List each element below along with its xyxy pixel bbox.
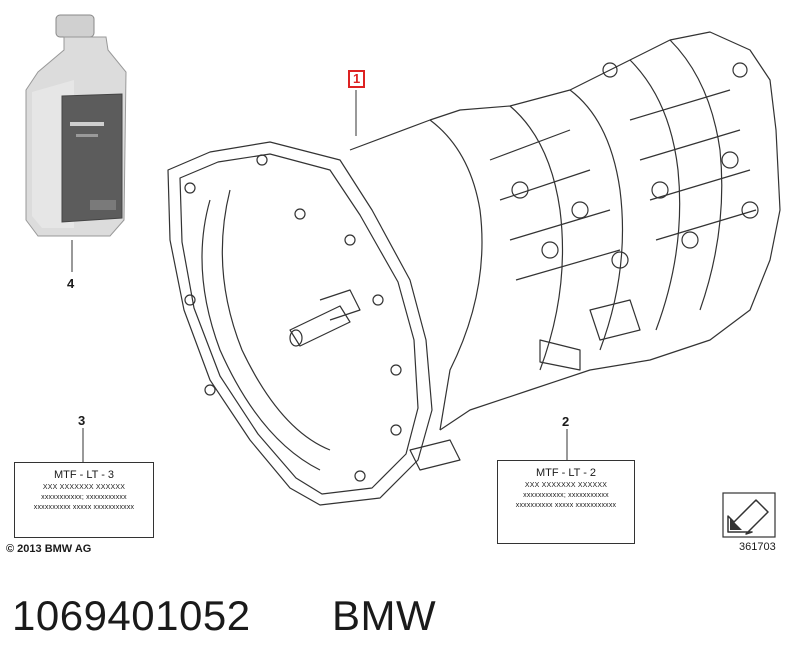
callout-3-leader [82,428,84,462]
part-number: 1069401052 [12,592,251,639]
label-card-3-title: MTF - LT - 3 [53,469,115,481]
callout-4-leader [71,240,73,272]
callout-1: 1 [348,70,366,88]
label-card-3-line1: XXX XXXXXXX XXXXXX [42,484,126,491]
label-card-2-line3: xxxxxxxxxx xxxxx xxxxxxxxxxx [515,502,617,509]
label-card-3: MTF - LT - 3 XXX XXXXXXX XXXXXX xxxxxxxx… [14,462,154,538]
callout-3: 3 [78,413,86,428]
diagram-ref-number: 361703 [739,541,776,553]
transmission-illustration [167,31,781,506]
label-card-2-title: MTF - LT - 2 [535,467,597,479]
callout-2-leader [566,429,568,460]
label-card-2-line1: XXX XXXXXXX XXXXXX [524,482,608,489]
label-card-2-line2: xxxxxxxxxxx; xxxxxxxxxxx [523,492,609,499]
diagram-arrow-icon [722,492,776,538]
label-card-3-line2: xxxxxxxxxxx; xxxxxxxxxxx [41,494,127,501]
callout-4: 4 [67,276,75,291]
label-card-2: MTF - LT - 2 XXX XXXXXXX XXXXXX xxxxxxxx… [497,460,635,544]
oil-bottle-illustration [25,14,127,237]
copyright-text: © 2013 BMW AG [6,543,92,555]
brand-name: BMW [332,592,437,639]
callout-2: 2 [562,414,570,429]
label-card-3-line3: xxxxxxxxxx xxxxx xxxxxxxxxxx [33,504,135,511]
